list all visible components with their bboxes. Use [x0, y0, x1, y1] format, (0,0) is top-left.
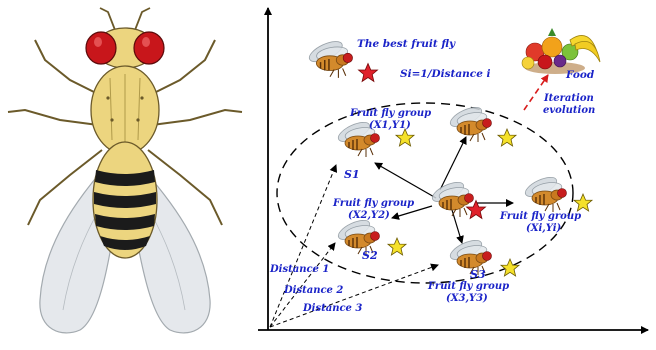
group3-coords: (X3,Y3)	[446, 293, 488, 304]
distance2-label: Distance 2	[283, 285, 343, 296]
fruit-fly-groupi-icon	[523, 173, 567, 212]
best-fruit-fly-icon	[307, 37, 353, 77]
group1-label: Fruit fly group	[349, 108, 431, 119]
food-label: Food	[565, 69, 595, 81]
red-star-icon	[359, 64, 378, 82]
yellow-star-icon	[498, 129, 516, 146]
iteration-label: Iteration	[543, 93, 594, 104]
s1-label: S1	[344, 168, 360, 181]
s3-label: S3	[470, 268, 486, 281]
evolution-label: evolution	[543, 105, 595, 116]
group3-label: Fruit fly group	[427, 281, 509, 292]
central-fruit-fly-icon	[430, 178, 474, 217]
group2-label: Fruit fly group	[332, 198, 414, 209]
yellow-star-icon	[574, 194, 592, 211]
eye-icon	[86, 32, 116, 64]
distance3-label: Distance 3	[302, 303, 362, 314]
s2-label: S2	[362, 249, 378, 262]
best-fruit-fly-label: The best fruit fly	[357, 38, 456, 50]
food-fruit-icon	[522, 28, 600, 74]
large-fruit-fly-illustration	[8, 8, 242, 333]
groupi-coords: (Xi,Yi)	[526, 223, 562, 234]
fruit-fly-icon	[448, 103, 492, 142]
eye-icon	[134, 32, 164, 64]
groupi-label: Fruit fly group	[499, 211, 581, 222]
group2-coords: (X2,Y2)	[348, 210, 390, 221]
yellow-star-icon	[388, 238, 406, 255]
yellow-star-icon	[501, 259, 519, 276]
smell-formula-label: Si=1/Distance i	[400, 68, 491, 80]
group1-coords: (X1,Y1)	[369, 120, 411, 131]
distance1-label: Distance 1	[269, 264, 329, 275]
yellow-star-icon	[396, 129, 414, 146]
